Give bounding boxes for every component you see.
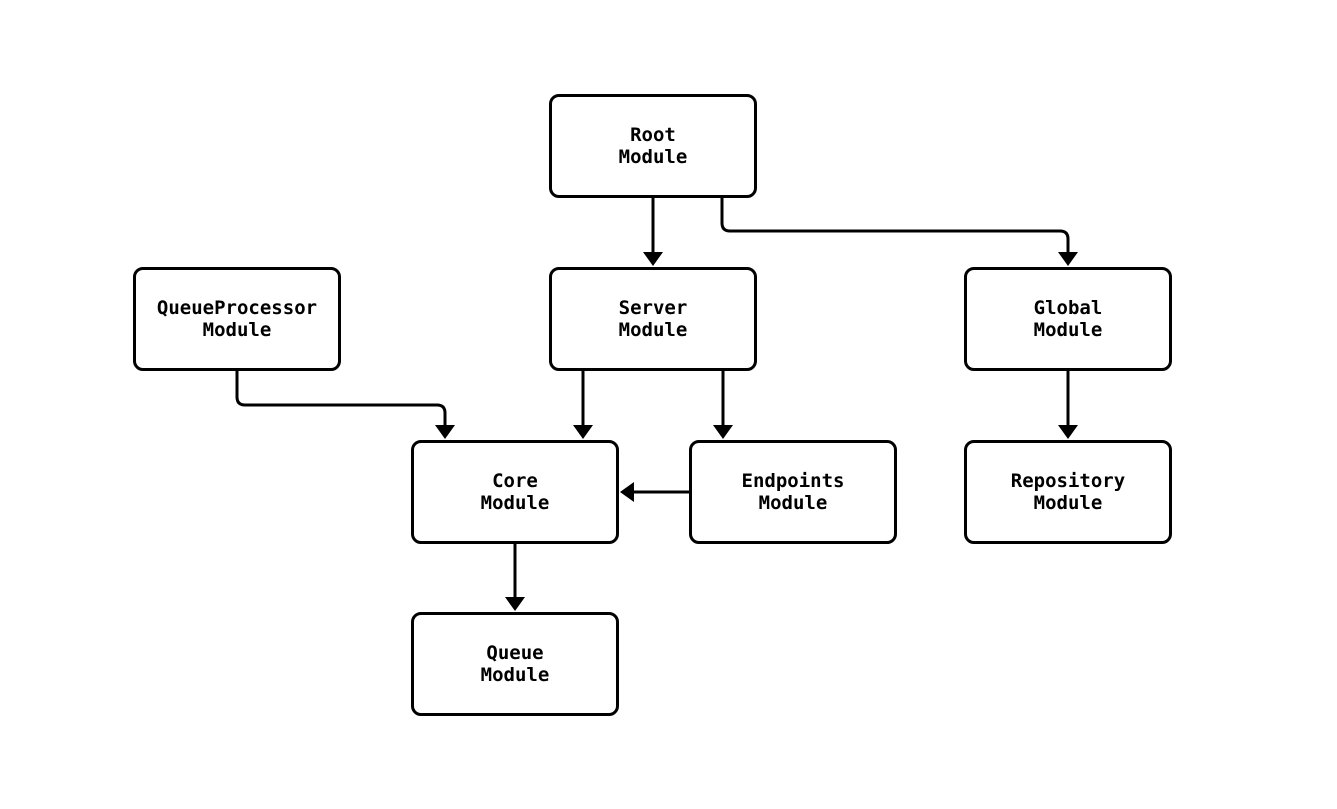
edge-global-to-repository xyxy=(1058,371,1078,439)
node-label: Queue Module xyxy=(480,642,550,686)
node-label: Repository Module xyxy=(1010,470,1126,514)
edge-root-to-server xyxy=(643,198,663,266)
node-label: Core Module xyxy=(480,470,550,514)
node-repository-module: Repository Module xyxy=(964,440,1172,544)
edge-endpoints-to-core xyxy=(620,482,689,502)
edge-core-to-queue xyxy=(505,544,525,611)
node-label: Server Module xyxy=(618,297,688,341)
node-label: Endpoints Module xyxy=(741,470,845,514)
node-label: Global Module xyxy=(1033,297,1103,341)
node-label: Root Module xyxy=(618,124,688,168)
node-label: QueueProcessor Module xyxy=(156,297,318,341)
node-queue-module: Queue Module xyxy=(411,612,619,716)
node-root-module: Root Module xyxy=(549,94,757,198)
node-server-module: Server Module xyxy=(549,267,757,371)
node-global-module: Global Module xyxy=(964,267,1172,371)
node-core-module: Core Module xyxy=(411,440,619,544)
edge-server-to-core xyxy=(573,371,593,439)
edge-root-to-global xyxy=(720,198,1078,266)
node-queueprocessor-module: QueueProcessor Module xyxy=(133,267,341,371)
node-endpoints-module: Endpoints Module xyxy=(689,440,897,544)
edge-queueprocessor-to-core xyxy=(235,371,455,439)
edge-server-to-endpoints xyxy=(713,371,733,439)
